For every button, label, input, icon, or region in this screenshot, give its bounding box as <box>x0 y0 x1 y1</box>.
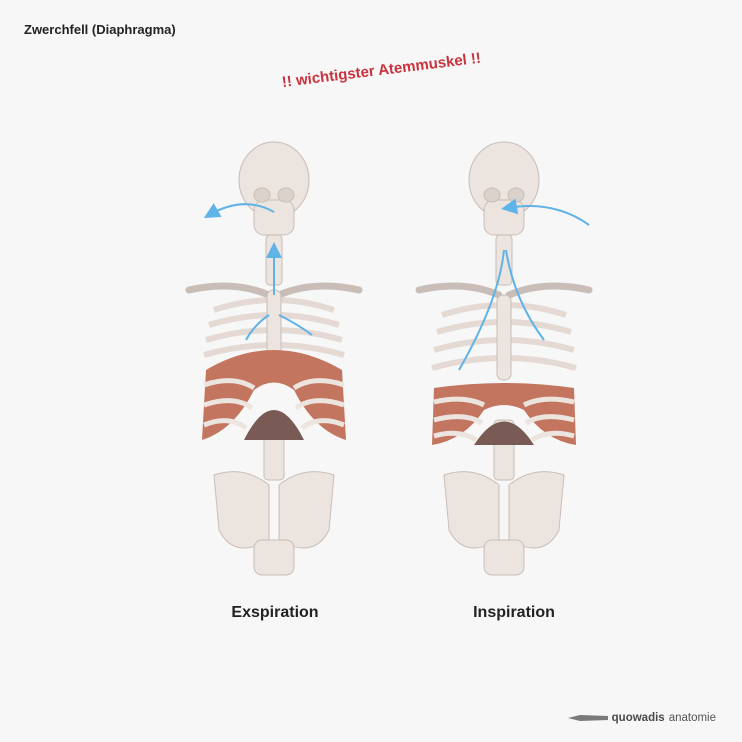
diaphragm-inspiration <box>432 383 576 445</box>
movement-arrows <box>458 198 590 371</box>
clavicles <box>415 282 593 299</box>
pelvis <box>213 471 335 576</box>
scalpel-icon <box>567 715 608 721</box>
movement-arrows <box>203 203 313 341</box>
skull <box>238 141 310 236</box>
pelvis <box>443 471 565 576</box>
brand-logo: quowadis anatomie <box>567 712 716 724</box>
page-title: Zwerchfell (Diaphragma) <box>24 22 176 37</box>
caption-inspiration: Inspiration <box>473 604 555 621</box>
skull <box>468 141 540 236</box>
clavicles <box>185 282 363 299</box>
skeleton-expiration <box>185 141 363 576</box>
diaphragm-expiration <box>202 350 346 440</box>
sternum <box>496 294 512 381</box>
brand-suffix: anatomie <box>668 712 716 724</box>
annotation-note: !! wichtigster Atemmuskel !! <box>280 49 482 91</box>
brand-name: quowadis <box>611 712 665 724</box>
skeleton-inspiration <box>415 141 593 576</box>
caption-expiration: Exspiration <box>231 604 319 621</box>
